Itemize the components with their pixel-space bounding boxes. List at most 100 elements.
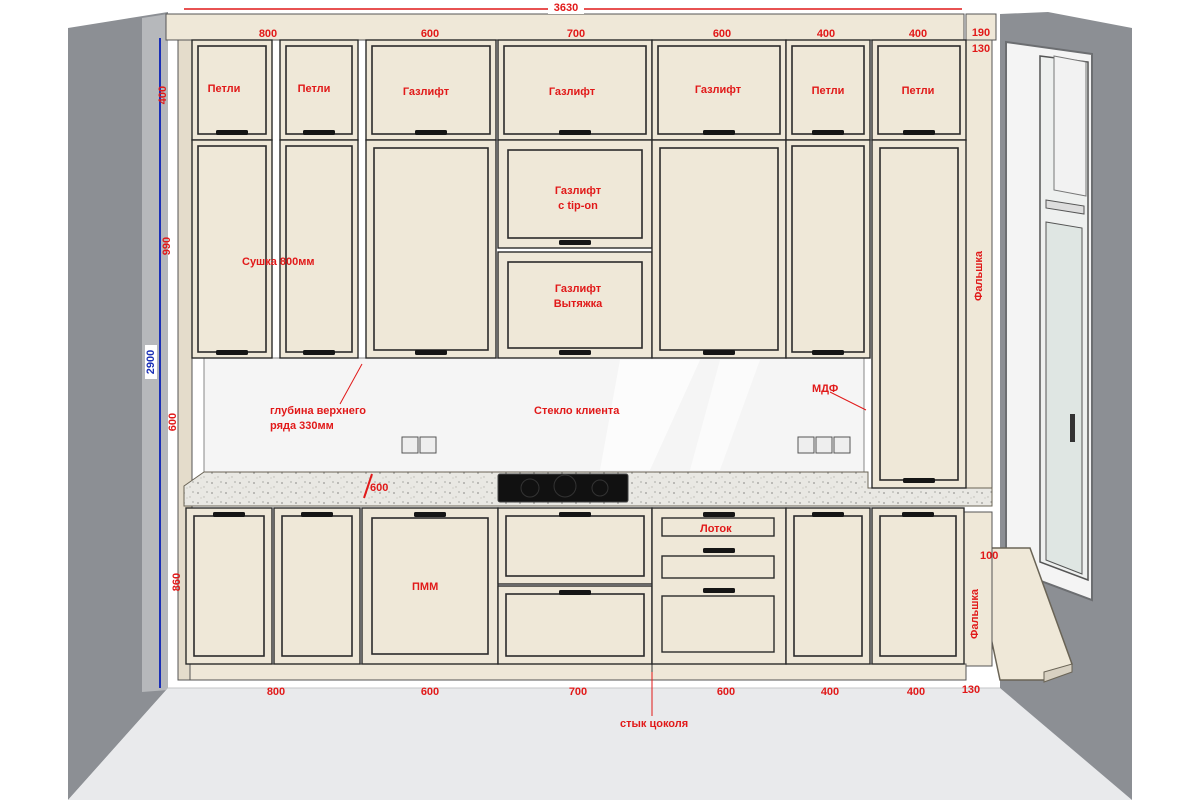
dim-height-600: 600 [167,412,179,432]
label-hinges-1: Петли [207,83,241,95]
dim-height-990: 990 [161,236,173,256]
handle [415,130,447,135]
handle [414,512,446,517]
dim-top-400b: 400 [908,28,928,40]
label-gaslift-3: Газлифт [694,84,742,96]
handle [559,350,591,355]
handle [559,130,591,135]
dim-bottom-400: 400 [820,686,840,698]
dim-top-400: 400 [816,28,836,40]
handle [812,512,844,517]
facade-panel [877,45,961,135]
dim-top-130: 130 [971,43,991,55]
facade-panel [373,147,489,351]
plinth [189,663,967,681]
dim-top-190: 190 [971,27,991,39]
handle [216,130,248,135]
label-tray: Лоток [700,523,732,535]
dim-counter-depth: 600 [370,482,389,494]
handle [559,240,591,245]
facade-panel [793,515,863,657]
facade-panel [505,593,645,657]
facade-panel [285,45,353,135]
dim-total-width: 3630 [548,2,584,14]
handle [559,590,591,595]
handle [415,350,447,355]
handle [703,350,735,355]
label-gaslift-hood-1: Газлифт [554,283,602,295]
label-plinth-joint: стык цоколя [620,718,689,730]
handle [902,512,934,517]
dim-sill: 100 [980,550,999,562]
facade-panel [507,261,643,349]
drawer-panel [661,595,775,653]
drawer-panel [661,555,775,579]
backsplash-glass [203,357,865,473]
dim-top-700: 700 [566,28,586,40]
window-glass [1045,221,1083,575]
dim-bottom-700: 700 [568,686,588,698]
label-gaslift-tipon-1: Газлифт [554,185,602,197]
handle [812,350,844,355]
dim-top-600: 600 [420,28,440,40]
handle [559,512,591,517]
label-gaslift-2: Газлифт [548,86,596,98]
facade-panel [507,149,643,239]
label-mdf: МДФ [812,383,839,395]
dim-bottom-600b: 600 [716,686,736,698]
label-depth-note-1: глубина верхнего [270,405,366,417]
label-depth-note-2: ряда 330мм [270,420,334,432]
facade-panel [285,145,353,353]
label-gaslift-hood-2: Вытяжка [553,298,603,310]
dim-bottom-400b: 400 [906,686,926,698]
handle [812,130,844,135]
dim-top-800: 800 [258,28,278,40]
dim-bottom-600: 600 [420,686,440,698]
label-filler-lower: Фальшка [969,588,981,640]
facade-panel [503,45,647,135]
facade-panel [197,145,267,353]
handle [903,130,935,135]
handle [703,548,735,553]
label-dishwasher: ПММ [412,581,439,593]
handle [703,588,735,593]
facade-panel [659,147,779,351]
facade-panel [879,515,957,657]
handle [216,350,248,355]
label-hinges-4: Петли [901,85,935,97]
facade-panel [281,515,353,657]
label-gaslift-tipon-2: с tip-on [558,200,598,212]
drawer-panel [661,517,775,537]
facade-panel [193,515,265,657]
facade-panel [505,515,645,577]
window-handle [1070,414,1075,442]
label-glass: Стекло клиента [534,405,620,417]
handle [301,512,333,517]
label-filler-upper: Фальшка [973,250,985,302]
handle [703,512,735,517]
facade-panel [657,45,781,135]
label-hinges-3: Петли [811,85,845,97]
cabinet-facades [185,39,967,665]
handle [303,130,335,135]
dim-height-860: 860 [171,572,183,592]
dim-bottom-130: 130 [961,684,981,696]
dim-height-400: 400 [157,85,169,105]
socket-block-left [401,436,437,454]
handle [213,512,245,517]
handle [903,478,935,483]
dim-height-total: 2900 [145,345,157,379]
label-gaslift-1: Газлифт [402,86,450,98]
dim-bottom-800: 800 [266,686,286,698]
facade-panel [371,517,489,655]
socket-block-right [797,436,851,454]
dim-top-600b: 600 [712,28,732,40]
handle [703,130,735,135]
facade-panel [791,45,865,135]
handle [303,350,335,355]
facade-panel [791,145,865,353]
facade-panel [879,147,959,481]
label-hinges-2: Петли [297,83,331,95]
facade-panel [371,45,491,135]
